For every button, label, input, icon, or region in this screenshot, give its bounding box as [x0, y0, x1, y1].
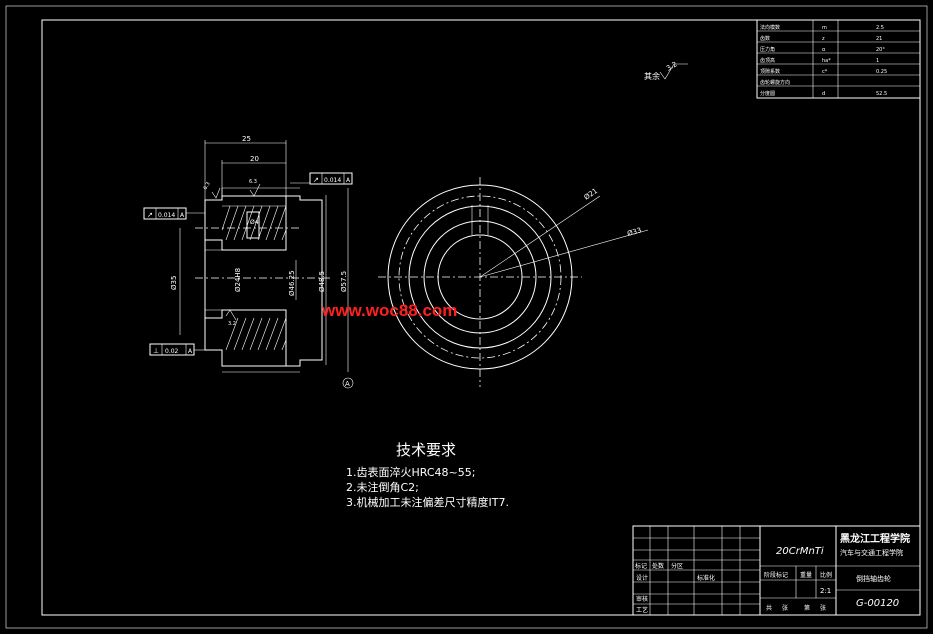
- dim-circle-r2: Ø33: [626, 226, 642, 238]
- dim-dia-bore: Ø24H8: [234, 268, 242, 292]
- runout-top: 0.014: [324, 177, 341, 184]
- dim-dia-mid: Ø46.25: [288, 270, 296, 296]
- tb-file: 分区: [671, 562, 683, 570]
- surface-rest-symbol: 其余 3.2: [644, 60, 688, 81]
- tb-school: 黑龙江工程学院: [840, 532, 910, 545]
- tb-sheets: 共: [766, 604, 772, 612]
- requirement-3: 3.机械加工未注偏差尺寸精度IT7.: [346, 495, 509, 509]
- requirements-title: 技术要求: [396, 441, 456, 459]
- tb-review: 审核: [636, 595, 648, 603]
- tb-scale: 2:1: [820, 587, 831, 595]
- dim-width-overall: 25: [242, 135, 251, 143]
- param-name-0: 法向模数: [760, 24, 780, 31]
- param-val-0: 2.5: [876, 25, 884, 31]
- outer-border: [5, 5, 928, 629]
- tb-material: 20CrMnTi: [776, 546, 824, 557]
- param-sym-1: z: [822, 36, 825, 42]
- tb-zhang2: 张: [820, 604, 826, 612]
- dim-hole: Ø4: [250, 219, 259, 226]
- param-sym-0: m: [822, 25, 827, 31]
- param-val-2: 20°: [876, 47, 885, 53]
- param-sym-3: ha*: [822, 58, 831, 64]
- tb-scale-label: 比例: [820, 571, 832, 579]
- tb-drawing-no: G-00120: [856, 598, 899, 609]
- tb-mark: 标记: [635, 562, 647, 570]
- surface-rest-label: 其余: [644, 71, 660, 81]
- requirement-1: 1.齿表面淬火HRC48~55;: [346, 465, 475, 479]
- requirement-2: 2.未注倒角C2;: [346, 480, 419, 494]
- svg-text:⊥: ⊥: [153, 347, 159, 355]
- datum-a: A: [345, 380, 350, 388]
- inner-border: [41, 19, 921, 616]
- tb-dept: 汽车与交通工程学院: [840, 548, 903, 557]
- runout-bottom: 0.02: [165, 348, 179, 355]
- tb-di: 第: [804, 604, 810, 612]
- tb-design: 设计: [636, 574, 648, 582]
- tb-zhang: 张: [782, 604, 788, 612]
- dim-dia-root: Ø48.5: [318, 271, 326, 292]
- param-sym-6: d: [822, 91, 825, 97]
- title-block: 标记 处数 分区 设计 标准化 审核 工艺 20CrMnTi 黑龙江工程学院 汽…: [632, 525, 921, 616]
- tb-weight: 重量: [800, 571, 812, 579]
- svg-text:↗: ↗: [313, 176, 319, 184]
- runout-top-datum: A: [346, 177, 351, 184]
- tb-stage: 阶段标记: [764, 571, 788, 579]
- surface-rest-value: 3.2: [665, 60, 679, 72]
- dim-dia-tip: Ø57.5: [340, 271, 348, 292]
- dim-circle-r1: Ø21: [583, 187, 599, 202]
- param-sym-4: c*: [822, 69, 828, 75]
- param-val-6: 52.5: [876, 91, 887, 97]
- rough-left: 6.3: [203, 181, 212, 191]
- watermark: www.woc88.com: [321, 301, 457, 320]
- param-name-6: 分度圆: [760, 90, 775, 97]
- tb-process: 工艺: [636, 606, 648, 614]
- rough-bore: 3.2: [228, 321, 236, 327]
- runout-bottom-datum: A: [188, 348, 193, 355]
- svg-text:↗: ↗: [147, 211, 153, 219]
- param-name-2: 压力角: [760, 46, 775, 53]
- front-view: Ø21 Ø33: [378, 177, 649, 387]
- technical-requirements: 技术要求 1.齿表面淬火HRC48~55; 2.未注倒角C2; 3.机械加工未注…: [346, 441, 509, 509]
- runout-left: 0.014: [158, 212, 175, 219]
- param-name-5: 齿轮螺旋方向: [760, 79, 790, 86]
- tb-count: 处数: [652, 562, 664, 570]
- dim-width-inner: 20: [250, 155, 259, 163]
- param-val-4: 0.25: [876, 69, 887, 75]
- tb-std: 标准化: [697, 574, 715, 582]
- rough-top: 6.3: [249, 179, 257, 185]
- gear-parameter-table: 法向模数 m 2.5 齿数 z 21 压力角 α 20° 齿顶高 ha* 1 顶…: [756, 19, 921, 99]
- tb-part-name: 倒挡轴齿轮: [856, 574, 891, 583]
- runout-left-datum: A: [180, 212, 185, 219]
- section-view: 25 20 Ø4 Ø35 Ø24H8 Ø46.25 Ø48.5: [143, 135, 354, 389]
- param-name-3: 齿顶高: [760, 57, 775, 64]
- param-sym-2: α: [822, 47, 826, 53]
- param-val-1: 21: [876, 36, 882, 42]
- param-val-3: 1: [876, 58, 879, 64]
- dim-dia-left: Ø35: [170, 276, 178, 290]
- param-name-4: 顶隙系数: [760, 68, 780, 75]
- param-name-1: 齿数: [760, 35, 770, 42]
